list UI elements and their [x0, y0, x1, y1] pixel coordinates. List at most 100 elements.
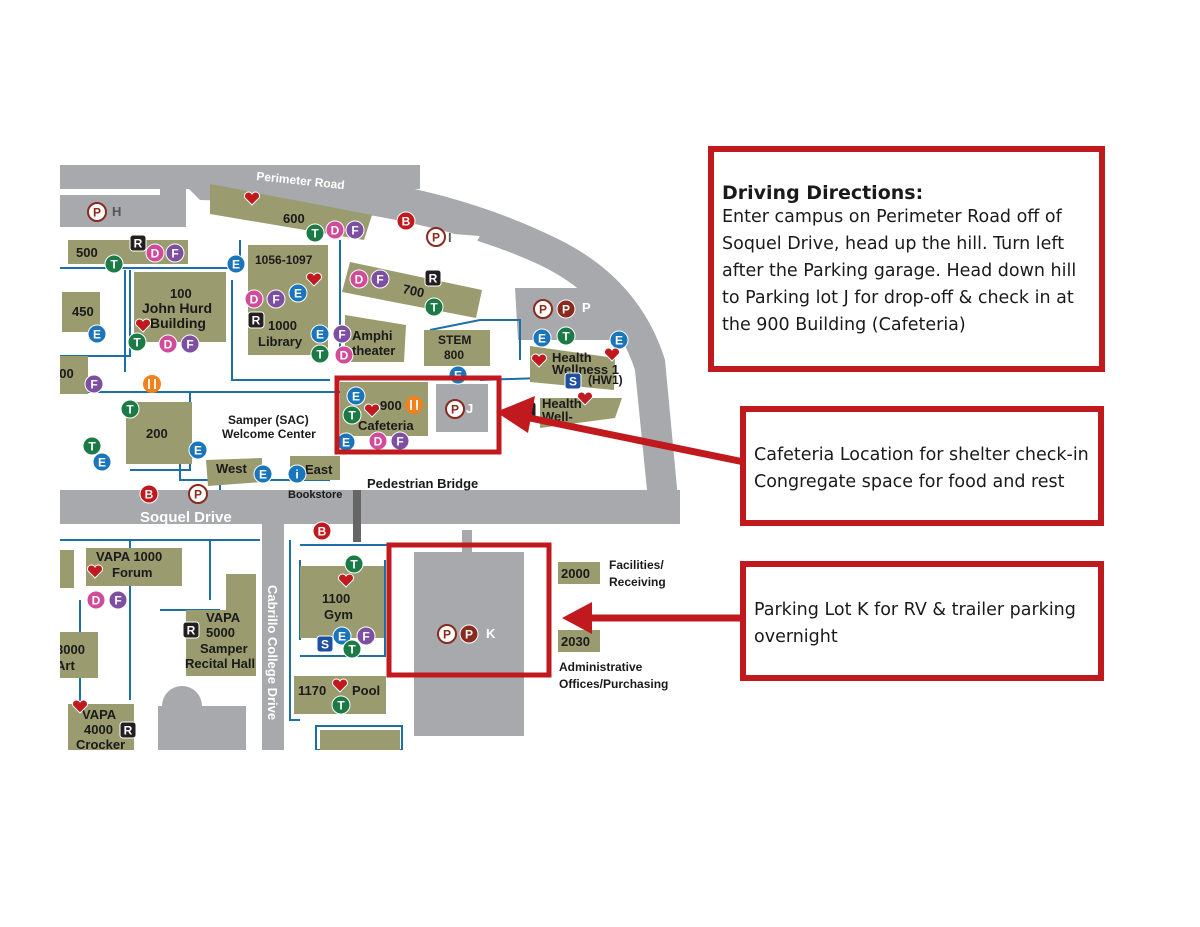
svg-text:E: E	[259, 468, 267, 482]
cafeteria-arrow-head	[496, 396, 535, 433]
label-300: 300	[52, 366, 74, 381]
label-hw2-a: Health	[542, 396, 582, 411]
svg-text:T: T	[350, 558, 358, 572]
restroom-icon: T	[344, 554, 364, 574]
label-2000: 2000	[561, 566, 590, 581]
elevator-icon: E	[609, 330, 629, 350]
family-f-icon: F	[345, 220, 365, 240]
svg-text:i: i	[295, 468, 298, 482]
lot-h-label: H	[112, 204, 121, 219]
svg-text:P: P	[194, 488, 202, 502]
arrows	[496, 396, 745, 634]
parking-icon: P	[437, 624, 457, 644]
svg-text:R: R	[252, 314, 261, 328]
label-sac-b: Welcome Center	[222, 427, 316, 441]
elevator-icon: E	[532, 328, 552, 348]
restroom-icon: T	[556, 326, 576, 346]
label-vapa5000-c: Samper	[200, 641, 248, 656]
elevator-icon: E	[92, 452, 112, 472]
svg-text:P: P	[443, 628, 451, 642]
building-vapa5000	[186, 574, 256, 676]
bus-stop-icon: B	[396, 211, 416, 231]
label-building: Building	[150, 315, 206, 331]
building-amphi	[345, 315, 406, 362]
elevator-icon: E	[336, 432, 356, 452]
svg-text:T: T	[311, 227, 319, 241]
label-west: West	[216, 461, 247, 476]
accessible-d-icon: D	[244, 289, 264, 309]
accessible-d-icon: D	[158, 334, 178, 354]
parking-icon: P	[87, 202, 107, 222]
restroom-icon: T	[305, 223, 325, 243]
aed-heart-icon	[135, 318, 151, 333]
label-1000: 1000	[268, 318, 297, 333]
svg-text:F: F	[396, 435, 403, 449]
restroom-icon: T	[120, 399, 140, 419]
aed-heart-icon	[306, 272, 322, 287]
recycle-r-icon: R	[119, 721, 137, 739]
label-2030: 2030	[561, 634, 590, 649]
family-f-icon: F	[108, 590, 128, 610]
svg-text:F: F	[171, 247, 178, 261]
cafeteria-highlight-box	[334, 375, 502, 455]
svg-text:R: R	[187, 624, 196, 638]
bus-stop-icon: B	[312, 521, 332, 541]
food-icon	[405, 396, 423, 414]
svg-text:F: F	[362, 630, 369, 644]
label-facilities: Facilities/	[609, 558, 664, 572]
recycle-r-icon: R	[424, 269, 442, 287]
svg-text:D: D	[374, 435, 383, 449]
aed-heart-icon	[72, 699, 88, 714]
svg-text:E: E	[316, 328, 324, 342]
svg-text:E: E	[615, 334, 623, 348]
family-f-icon: F	[370, 269, 390, 289]
label-1170: 1170	[298, 683, 326, 698]
s-icon: S	[316, 635, 334, 653]
building-2030	[558, 630, 600, 652]
recycle-r-icon: R	[129, 234, 147, 252]
building-west	[206, 458, 262, 486]
label-vapa4000-a: VAPA	[82, 707, 117, 722]
restroom-icon: T	[424, 297, 444, 317]
svg-text:T: T	[88, 440, 96, 454]
svg-text:T: T	[126, 403, 134, 417]
aed-heart-icon	[332, 678, 348, 693]
elevator-icon: E	[226, 254, 246, 274]
svg-text:T: T	[337, 699, 345, 713]
svg-text:T: T	[316, 348, 324, 362]
svg-text:T: T	[348, 409, 356, 423]
svg-text:T: T	[348, 643, 356, 657]
svg-text:F: F	[351, 224, 358, 238]
svg-text:F: F	[114, 594, 121, 608]
svg-text:P: P	[562, 303, 570, 317]
svg-text:E: E	[232, 258, 240, 272]
label-100: 100	[170, 286, 192, 301]
accessible-d-icon: D	[325, 220, 345, 240]
label-600: 600	[283, 211, 305, 226]
parking-icon: P	[188, 484, 208, 504]
label-hw1-c: (HW1)	[588, 373, 623, 387]
aed-heart-icon	[577, 391, 593, 406]
restroom-icon: T	[82, 436, 102, 456]
svg-text:R: R	[429, 272, 438, 286]
s-icon: S	[564, 372, 582, 390]
family-f-icon: F	[390, 431, 410, 451]
building-100	[134, 272, 226, 342]
svg-text:P: P	[539, 303, 547, 317]
elevator-icon: E	[253, 464, 273, 484]
svg-text:E: E	[338, 630, 346, 644]
food-icon	[143, 375, 161, 393]
lot-k-callout: Parking Lot K for RV & trailer parking o…	[740, 561, 1104, 681]
svg-text:T: T	[133, 336, 141, 350]
family-f-icon: F	[165, 243, 185, 263]
family-f-icon: F	[266, 289, 286, 309]
label-cafeteria: Cafeteria	[358, 418, 414, 433]
svg-text:E: E	[352, 390, 360, 404]
pedestrian-bridge-label: Pedestrian Bridge	[367, 476, 478, 491]
label-hw1-a: Health	[552, 350, 592, 365]
label-vapa1000: VAPA 1000	[96, 549, 162, 564]
restroom-icon: T	[104, 254, 124, 274]
building-hw1	[530, 346, 615, 390]
accessible-d-icon: D	[334, 345, 354, 365]
